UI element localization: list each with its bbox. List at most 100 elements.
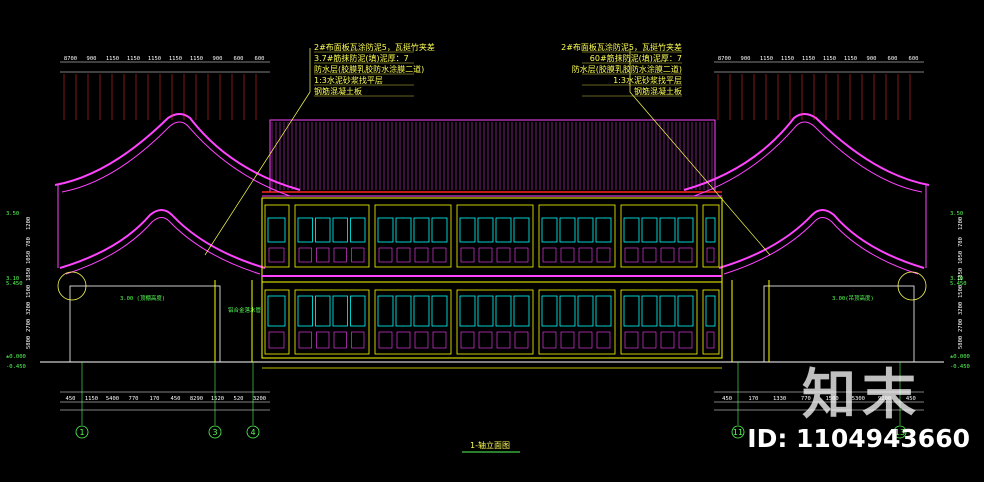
right-wing [731,271,927,363]
level-mark: 5.450 [6,281,23,287]
dimension-label: 600 [888,56,898,62]
side-dimension: 1050 [26,251,32,264]
level-mark: 5.450 [950,281,967,287]
dimension-label: 1150 [781,56,794,62]
dimension-label: 1150 [148,56,161,62]
dimension-label: 770 [801,396,811,402]
level-mark: -0.450 [6,364,26,370]
dimension-label: 170 [748,396,758,402]
side-dimension: 2700 [958,319,964,332]
dimension-label: 1500 [826,396,839,402]
side-dimension: 1200 [958,217,964,230]
side-dimension: 3200 [26,302,32,315]
annotation: 3.00(吊顶高度) [832,294,874,302]
dimension-chains: 8700 900 1150 1150 1150 1150 1150 900 600 600 8700… [6,56,970,402]
note-line: 2#布面板瓦涂防泥5，瓦挺竹夹差 [314,42,435,52]
dimension-label: 5400 [106,396,119,402]
side-dimension: 1850 [958,268,964,281]
dimension-label: 8290 [190,396,203,402]
dimension-label: 450 [171,396,181,402]
axis-bubble [893,425,907,439]
level-mark: -0.450 [950,364,970,370]
dimension-label: 1150 [85,396,98,402]
dimension-label: 1150 [760,56,773,62]
facade [40,197,944,369]
dimension-label: 8700 [64,56,77,62]
left-pavilion-roof [54,113,301,275]
annotation: 铝合金落水管 [228,306,262,314]
annotation: 3.00 (顶棚高度) [120,294,165,302]
side-dimension: 5800 [26,336,32,349]
note-line: 1:3水泥砂浆找平层 [314,75,383,85]
notes-left: 2#布面板瓦涂防泥5，瓦挺竹夹差3.7#筋抹防泥(填)泥厚：7防水层(胶膜乳胶防… [314,42,435,97]
axis-label: 11 [733,428,743,437]
dimension-label: 600 [234,56,244,62]
side-dimension: 1050 [958,251,964,264]
axis-bubble [75,425,89,439]
axis-label: 3 [212,428,217,437]
note-line: 钢筋混凝土板 [314,86,362,96]
dimension-label: 3200 [253,396,266,402]
side-dimension: 1500 [26,285,32,298]
level-mark: 3.10 [6,276,19,282]
note-line: 防水层(胶膜乳胶防水涂膜二道) [572,64,682,74]
note-line: 3.7#筋抹防泥(填)泥厚：7 [314,53,409,63]
dimension-label: 9200 [878,396,891,402]
side-dimension: 1500 [958,285,964,298]
note-line: 防水层(胶膜乳胶防水涂膜二道) [314,64,424,74]
axis-bubble [731,425,745,439]
level-mark: ±0.000 [950,354,970,360]
dimension-label: 1150 [127,56,140,62]
left-wing [57,271,253,363]
level-mark: 3.10 [950,276,963,282]
dimension-label: 520 [234,396,244,402]
side-dimension: 3200 [958,302,964,315]
side-dimension: 1850 [26,268,32,281]
dimension-label: 1330 [773,396,786,402]
side-dimension: 2700 [26,319,32,332]
dimension-label: 1150 [106,56,119,62]
drawing-title: 1-轴立面图 [470,440,510,450]
note-line: 1:3水泥砂浆找平层 [613,75,682,85]
dimension-label: 900 [867,56,877,62]
notes-right: 2#布面板瓦涂防泥5，瓦挺竹夹差60#筋抹防泥(填)泥厚：7防水层(胶膜乳胶防水… [561,42,682,97]
note-line: 60#筋抹防泥(填)泥厚：7 [590,53,682,63]
dimension-label: 5300 [852,396,865,402]
note-line: 2#布面板瓦涂防泥5，瓦挺竹夹差 [561,42,682,52]
dimension-label: 900 [87,56,97,62]
dimension-label: 1150 [169,56,182,62]
watermark-id: ID: 1104943660 [747,424,970,453]
right-pavilion-roof [683,113,930,275]
side-dimension: 780 [26,237,32,247]
leader-lines [204,48,771,256]
side-dimension: 780 [958,237,964,247]
axis-bubble [208,425,222,439]
dimension-label: 1150 [823,56,836,62]
dimension-label: 900 [741,56,751,62]
dimension-label: 770 [129,396,139,402]
dimension-label: 1150 [844,56,857,62]
level-mark: 3.50 [950,211,963,217]
level-mark: ±0.000 [6,354,26,360]
dimension-label: 450 [722,396,732,402]
dimension-label: 8700 [718,56,731,62]
note-line: 钢筋混凝土板 [634,86,682,96]
dimension-label: 1150 [802,56,815,62]
axis-label: 4 [250,428,255,437]
dimension-label: 450 [66,396,76,402]
axis-label: 13 [895,428,905,437]
dimension-label: 1150 [190,56,203,62]
watermark-brand: 知末 [802,363,922,426]
dimension-label: 170 [150,396,160,402]
dimension-label: 450 [906,396,916,402]
main-roof [262,119,722,197]
level-mark: 3.50 [6,211,19,217]
dimension-label: 600 [909,56,919,62]
axis-bubble [246,425,260,439]
axis-label: 1 [79,428,84,437]
dimension-label: 600 [255,56,265,62]
side-dimension: 5800 [958,336,964,349]
side-dimension: 1200 [26,217,32,230]
